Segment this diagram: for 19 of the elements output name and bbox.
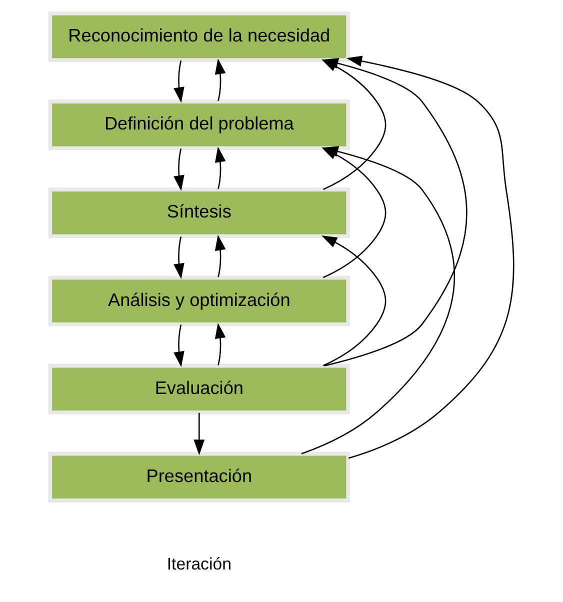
arrow bbox=[214, 322, 226, 366]
arrow bbox=[173, 148, 184, 191]
arrow bbox=[214, 146, 226, 190]
arrow bbox=[346, 56, 514, 459]
arrow bbox=[320, 236, 386, 366]
node-box: Evaluación bbox=[48, 364, 350, 414]
label: Iteración bbox=[166, 554, 231, 574]
node-box: Definición del problema bbox=[48, 100, 350, 150]
arrow bbox=[173, 324, 184, 368]
arrow bbox=[214, 58, 226, 102]
node-box: Reconocimiento de la necesidad bbox=[48, 11, 350, 62]
node-box: Síntesis bbox=[48, 188, 350, 238]
node-box: Análisis y optimización bbox=[48, 276, 350, 326]
node-box: Presentación bbox=[48, 452, 350, 502]
arrow bbox=[322, 58, 467, 366]
arrow bbox=[193, 412, 204, 456]
arrow bbox=[173, 60, 184, 103]
arrow bbox=[173, 236, 184, 280]
arrow bbox=[214, 234, 226, 278]
